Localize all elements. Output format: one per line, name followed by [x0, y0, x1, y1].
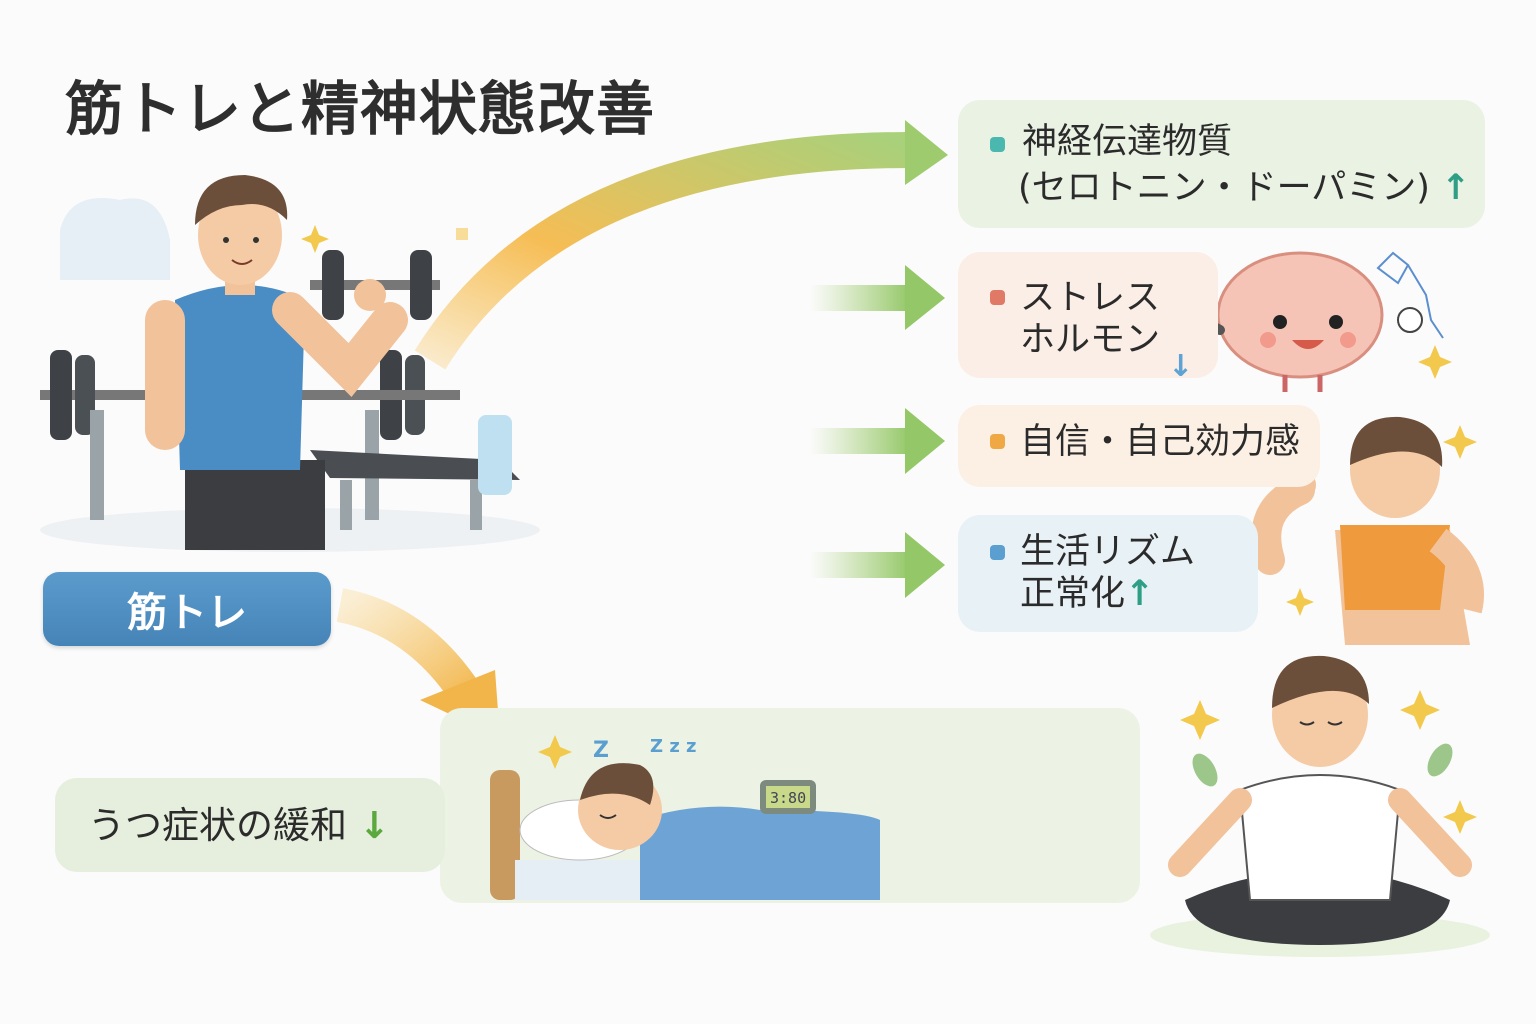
page-title: 筋トレと精神状態改善: [65, 75, 656, 143]
effect-life-rhythm: [958, 515, 1258, 632]
effect-1-line1: 神経伝達物質: [1022, 122, 1233, 162]
bullet-icon: [990, 290, 1005, 305]
effect-4-line1: 生活リズム: [1020, 532, 1196, 572]
arrow-up-icon: ↑: [1125, 574, 1155, 614]
source-label-muscle-training: 筋トレ: [43, 572, 331, 646]
sleep-z-2: Z z z: [650, 736, 697, 757]
arrowhead: [905, 120, 948, 185]
flow-arrow-4: [810, 532, 945, 598]
clock-display: 3:80: [770, 789, 806, 807]
effect-4-line2: 正常化: [1020, 574, 1126, 614]
effect-self-efficacy: [958, 405, 1320, 487]
effect-neurotransmitters: [958, 100, 1485, 228]
effect-depression-relief: [55, 778, 445, 872]
confident-woman-illustration: [1251, 416, 1484, 645]
bullet-icon: [990, 137, 1005, 152]
effect-2-line2: ホルモン: [1020, 320, 1161, 360]
effect-stress-hormone: [958, 252, 1218, 378]
bullet-icon: [990, 434, 1005, 449]
bottom-label: うつ症状の緩和: [88, 804, 347, 847]
effect-2-line1: ストレス: [1020, 278, 1161, 318]
brain-illustration: [1184, 251, 1452, 392]
flow-arrow-2: [810, 265, 945, 330]
flow-arrow-3: [810, 408, 945, 474]
effect-1-line2: (セロトニン・ドーパミン): [1018, 168, 1430, 208]
flow-arrow-main: [414, 132, 911, 370]
arrow-up-icon: ↑: [1441, 168, 1471, 208]
sleep-z-1: Z: [593, 738, 609, 763]
meditating-man-illustration: [1150, 655, 1490, 957]
arrow-down-icon: ↓: [358, 804, 390, 847]
effect-3-line1: 自信・自己効力感: [1020, 422, 1301, 462]
gym-man-illustration: [40, 175, 540, 552]
flow-arrow-down: [336, 588, 485, 710]
arrow-down-icon: ↓: [1168, 349, 1194, 384]
bullet-icon: [990, 545, 1005, 560]
sleeping-man-illustration: 3:80 Z Z z z: [490, 735, 880, 900]
